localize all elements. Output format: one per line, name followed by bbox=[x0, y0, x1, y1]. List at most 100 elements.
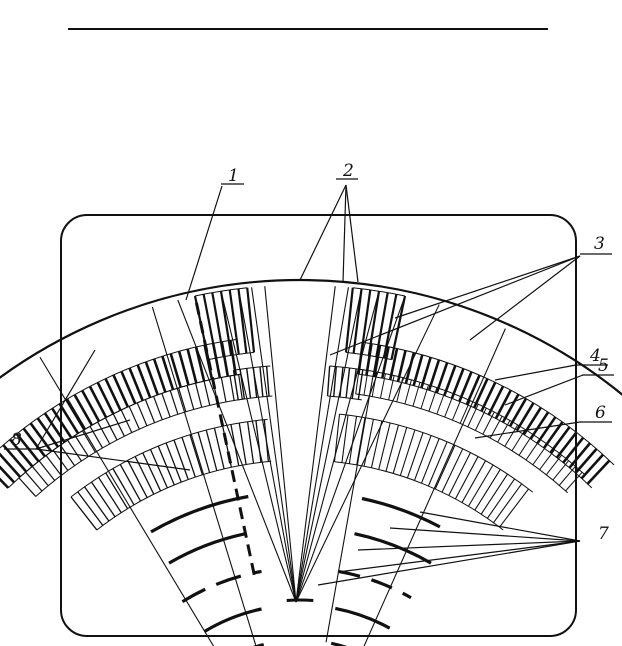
band-mid-left bbox=[70, 496, 98, 531]
band-outer-light-right bbox=[436, 390, 446, 415]
band-mid-left bbox=[90, 481, 116, 518]
center-block-lower-right-edge bbox=[329, 365, 367, 371]
band-mid-right bbox=[406, 432, 424, 479]
band-mid-right bbox=[480, 473, 508, 515]
center-block-upper-left-edge bbox=[194, 287, 248, 297]
callout-7: 7 bbox=[598, 524, 609, 544]
band-outer-dark-left bbox=[88, 385, 108, 419]
band-outer-dark-left bbox=[43, 412, 66, 443]
center-block-upper-left bbox=[228, 289, 240, 355]
center-block-upper-left-edge bbox=[208, 351, 255, 361]
band-outer-light-right bbox=[482, 411, 495, 435]
band-outer-light-right bbox=[355, 369, 360, 394]
band-mid-right bbox=[363, 419, 374, 467]
band-mid-left bbox=[189, 434, 204, 475]
band-outer-light-left bbox=[25, 471, 43, 492]
band-outer-dark-left bbox=[186, 348, 198, 384]
leader-lines bbox=[35, 184, 584, 586]
center-block-upper-right bbox=[344, 287, 354, 353]
band-outer-light-right bbox=[379, 373, 386, 399]
band-outer-light-right bbox=[451, 396, 463, 421]
band-outer-light-right bbox=[489, 415, 503, 439]
band-outer-light-right bbox=[539, 449, 555, 471]
band-outer-light-left bbox=[97, 421, 111, 445]
band-mid-right bbox=[486, 478, 516, 519]
band-mid-left bbox=[205, 429, 218, 471]
callout-leader bbox=[35, 419, 131, 450]
band-mid-left bbox=[246, 421, 255, 464]
band-mid-left bbox=[238, 422, 247, 465]
callout-8: 8 bbox=[11, 430, 22, 450]
band-mid-right bbox=[420, 438, 440, 484]
band-outer-dark-left bbox=[8, 438, 34, 468]
center-block-upper-left bbox=[211, 292, 225, 357]
band-mid-right bbox=[499, 488, 529, 528]
callout-leader bbox=[504, 374, 584, 406]
band-outer-dark-right bbox=[580, 453, 604, 480]
band-outer-light-right bbox=[525, 439, 541, 461]
range-arc bbox=[150, 494, 249, 534]
beam-line bbox=[177, 299, 297, 603]
band-outer-dark-left bbox=[58, 403, 80, 435]
center-block-lower-left bbox=[265, 366, 270, 397]
callout-leader bbox=[357, 540, 581, 551]
band-outer-dark-left bbox=[120, 370, 137, 405]
band-outer-light-right bbox=[444, 393, 455, 418]
band-mid-left-edge bbox=[96, 460, 272, 531]
band-mid-left bbox=[127, 460, 148, 498]
range-arc bbox=[203, 607, 262, 633]
band-mid-left bbox=[222, 425, 233, 468]
band-outer-light-left bbox=[220, 377, 227, 403]
center-block-upper-left bbox=[219, 291, 233, 356]
band-outer-light-left bbox=[169, 390, 179, 415]
sector-divider-line bbox=[151, 306, 257, 646]
beam-line bbox=[295, 286, 336, 603]
band-outer-dark-left bbox=[65, 398, 87, 430]
band-outer-light-left-edge bbox=[35, 398, 246, 497]
center-block-lower-left-edge bbox=[233, 365, 271, 371]
band-mid-right bbox=[441, 448, 464, 493]
range-arc bbox=[181, 569, 262, 604]
band-outer-light-left bbox=[186, 385, 195, 410]
callout-leader bbox=[299, 184, 347, 281]
center-block-upper-left bbox=[193, 295, 210, 360]
band-outer-light-left bbox=[89, 425, 104, 449]
beam-line bbox=[251, 287, 297, 603]
beam-line bbox=[295, 295, 406, 603]
callout-leader bbox=[494, 364, 577, 381]
band-outer-light-left bbox=[153, 396, 163, 420]
center-block-upper-right bbox=[360, 289, 372, 355]
band-mid-right bbox=[434, 444, 456, 490]
band-outer-dark-left bbox=[0, 452, 22, 478]
band-mid-right bbox=[392, 427, 408, 474]
band-outer-dark-right-edge bbox=[362, 341, 615, 466]
center-block-lower-left bbox=[232, 370, 239, 400]
band-outer-light-left bbox=[104, 417, 118, 441]
band-outer-light-left bbox=[178, 387, 187, 413]
callout-leader bbox=[469, 255, 581, 341]
band-mid-left bbox=[181, 437, 196, 478]
band-outer-light-right bbox=[532, 444, 548, 466]
callout-leader bbox=[337, 540, 581, 573]
band-outer-light-right bbox=[363, 370, 369, 396]
band-outer-light-right bbox=[552, 460, 569, 481]
callout-leader bbox=[342, 184, 347, 283]
band-outer-light-left bbox=[161, 393, 171, 418]
band-mid-right-edge bbox=[334, 461, 504, 531]
band-outer-light-left bbox=[238, 374, 243, 400]
band-mid-left bbox=[105, 472, 129, 509]
band-outer-dark-left bbox=[128, 367, 144, 402]
band-outer-dark-right bbox=[586, 459, 611, 485]
band-outer-light-right bbox=[459, 400, 471, 424]
center-block-lower-left bbox=[259, 366, 264, 397]
band-outer-dark-left bbox=[136, 364, 152, 399]
band-outer-dark-left bbox=[229, 340, 238, 376]
band-mid-right bbox=[493, 483, 523, 524]
band-mid-right-edge bbox=[339, 413, 534, 493]
band-outer-light-left bbox=[45, 455, 62, 476]
band-outer-light-right bbox=[518, 434, 534, 456]
center-block-lower-right bbox=[326, 365, 331, 397]
band-mid-right bbox=[474, 469, 501, 511]
band-outer-dark-left bbox=[51, 407, 73, 439]
